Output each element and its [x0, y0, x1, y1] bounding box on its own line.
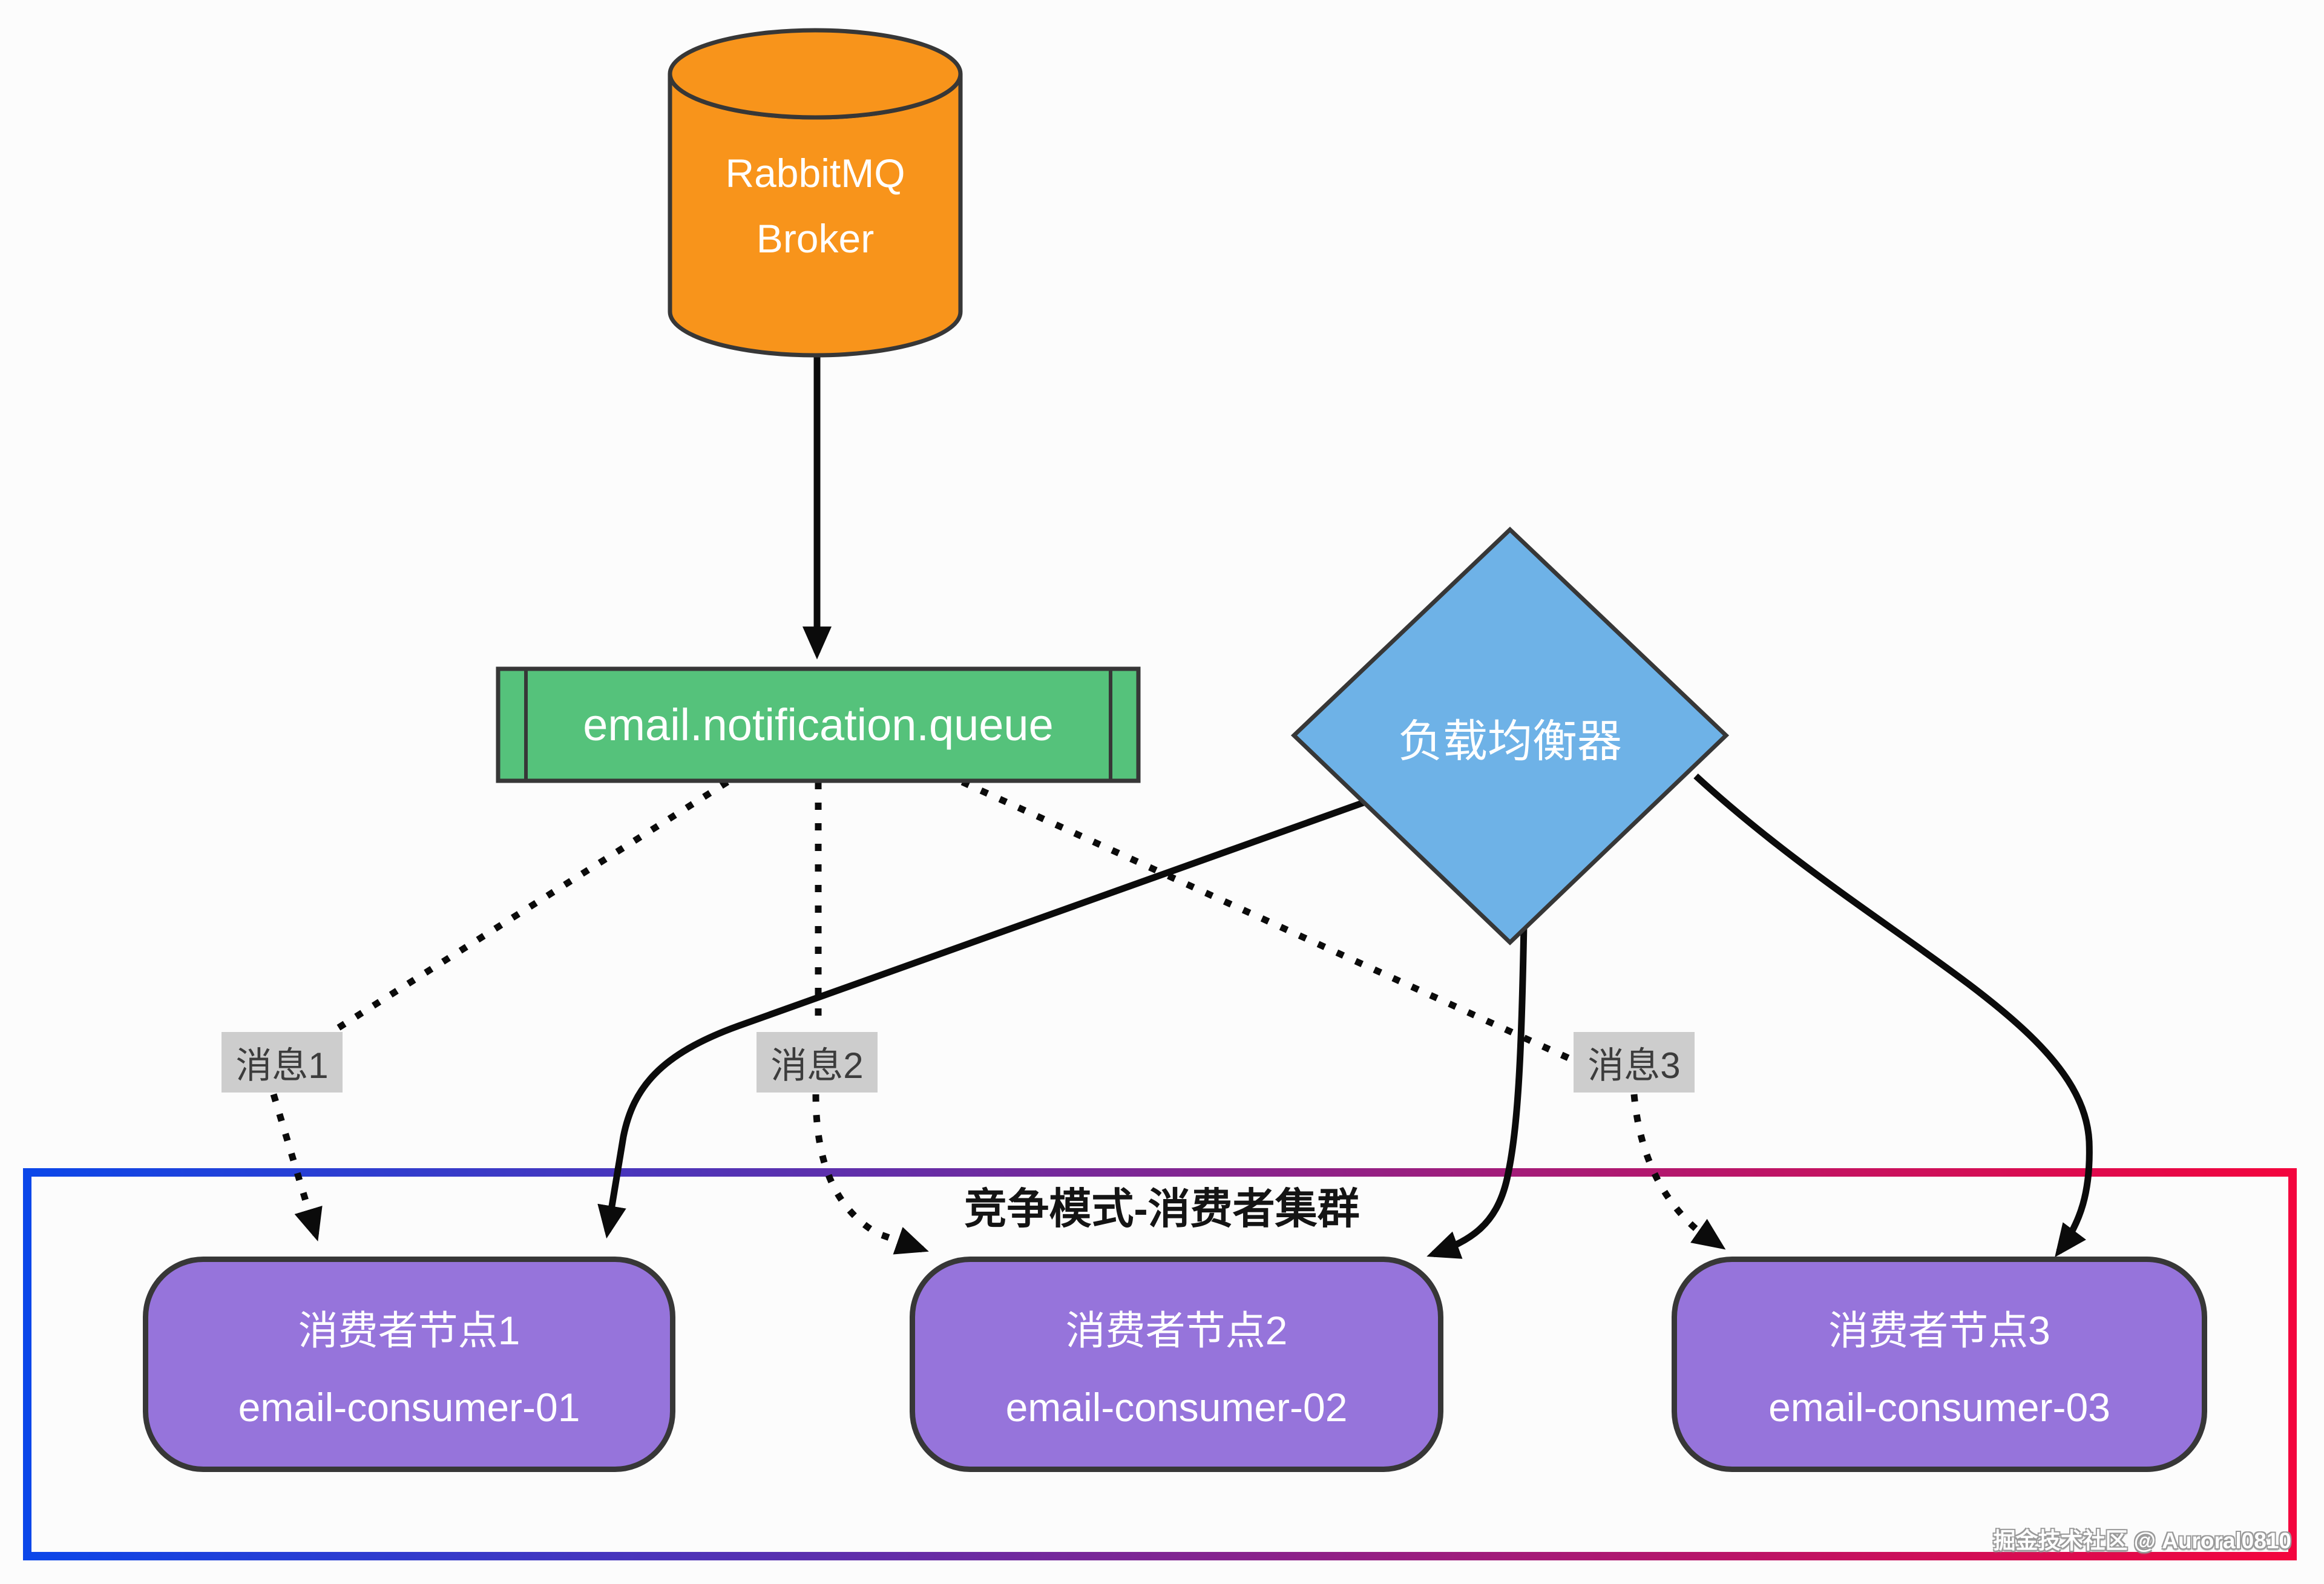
edge-message-3-to-consumer-3 [1630, 1094, 1726, 1250]
consumer-node-1: 消费者节点1 email-consumer-01 [143, 1257, 675, 1472]
consumer-2-name: 消费者节点2 [1065, 1308, 1288, 1353]
consumer-1-id: email-consumer-01 [238, 1385, 580, 1430]
edge-loadbalancer-to-consumer-1 [597, 750, 1502, 1239]
edge-message-1-to-consumer-1 [270, 1093, 323, 1241]
consumer-1-name: 消费者节点1 [298, 1308, 520, 1353]
broker-label-line2: Broker [756, 216, 875, 261]
message-2-label: 消息2 [757, 1032, 878, 1093]
consumer-2-id: email-consumer-02 [1005, 1385, 1348, 1430]
load-balancer-diamond [1290, 527, 1730, 945]
load-balancer-label: 负载均衡器 [1398, 715, 1622, 766]
edge-queue-to-message-1 [335, 779, 729, 1032]
broker-cylinder [668, 28, 963, 358]
edge-loadbalancer-to-consumer-3 [1693, 773, 2093, 1258]
broker-cylinder-top [668, 28, 963, 120]
consumer-node-3: 消费者节点3 email-consumer-03 [1672, 1257, 2207, 1472]
queue-shape [496, 666, 1141, 783]
consumer-3-id: email-consumer-03 [1768, 1385, 2110, 1430]
consumer-3-name: 消费者节点3 [1828, 1308, 2050, 1353]
edge-loadbalancer-to-consumer-2 [1426, 859, 1529, 1259]
queue-rect [496, 666, 1141, 783]
message-1-label: 消息1 [222, 1032, 343, 1093]
edge-message-2-to-consumer-2 [812, 1094, 929, 1255]
message-3-label: 消息3 [1574, 1032, 1695, 1093]
broker-label-line1: RabbitMQ [725, 151, 905, 196]
consumer-node-2: 消费者节点2 email-consumer-02 [910, 1257, 1443, 1472]
cluster-box-title: 竞争模式-消费者集群 [964, 1185, 1360, 1232]
edge-queue-to-message-3 [960, 778, 1573, 1063]
queue-label: email.notification.queue [583, 700, 1054, 750]
watermark-text: 掘金技术社区 @ Auroral0810 [1993, 1528, 2291, 1553]
broker-label: RabbitMQ Broker [670, 140, 960, 271]
